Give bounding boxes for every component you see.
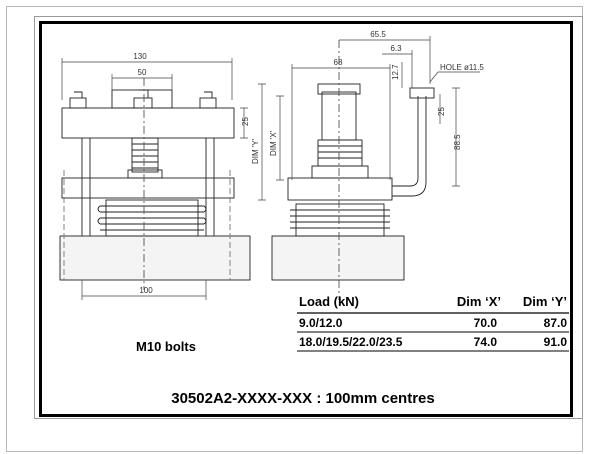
dim-x-label: DIM 'X': [269, 130, 278, 156]
table-header-load: Load (kN): [299, 294, 359, 309]
right-base-plate: [271, 235, 405, 281]
left-base-plate: [59, 235, 251, 281]
table-row-2-load: 18.0/19.5/22.0/23.5: [299, 335, 403, 349]
right-plate: [287, 177, 393, 201]
dim-25-left: 25: [241, 117, 250, 126]
dim-50: 50: [138, 68, 147, 77]
outer-frame: [34, 16, 583, 419]
dim-68: 68: [334, 58, 343, 67]
part-number-caption: 30502A2-XXXX-XXX : 100mm centres: [171, 390, 434, 407]
l-bracket: [392, 96, 427, 197]
table-row-2-dim-x: 74.0: [474, 335, 498, 349]
load-table: Load (kN) Dim ‘X’ Dim ‘Y’ 9.0/12.0 70.0 …: [297, 294, 569, 352]
table-header-dim-x: Dim ‘X’: [457, 294, 501, 309]
dim-100: 100: [139, 286, 153, 295]
table-row-1-load: 9.0/12.0: [299, 316, 343, 330]
left-bolt-2: [133, 97, 153, 109]
table-row-1-dim-y: 87.0: [544, 316, 568, 330]
left-top-plate: [61, 107, 235, 139]
left-bolt-1: [69, 97, 87, 109]
hole-label: HOLE ø11.5: [440, 63, 484, 72]
right-spring: [317, 139, 363, 167]
table-header-dim-y: Dim ‘Y’: [523, 294, 567, 309]
dim-88-5: 88.5: [453, 134, 462, 150]
dim-y-label: DIM 'Y': [251, 138, 260, 164]
table-row-2-dim-y: 91.0: [544, 335, 568, 349]
bolts-label: M10 bolts: [136, 339, 196, 354]
dim-65-5: 65.5: [370, 30, 386, 39]
dim-6-3: 6.3: [390, 44, 402, 53]
dim-25-right: 25: [437, 107, 446, 116]
left-bellows: [97, 199, 207, 237]
left-spring: [131, 137, 159, 173]
left-middle-plate: [61, 177, 235, 199]
table-row-1-dim-x: 70.0: [474, 316, 498, 330]
right-bellows: [290, 203, 390, 237]
dim-130: 130: [133, 52, 147, 61]
left-bolt-3: [199, 97, 217, 109]
dim-12-7: 12.7: [391, 64, 400, 80]
